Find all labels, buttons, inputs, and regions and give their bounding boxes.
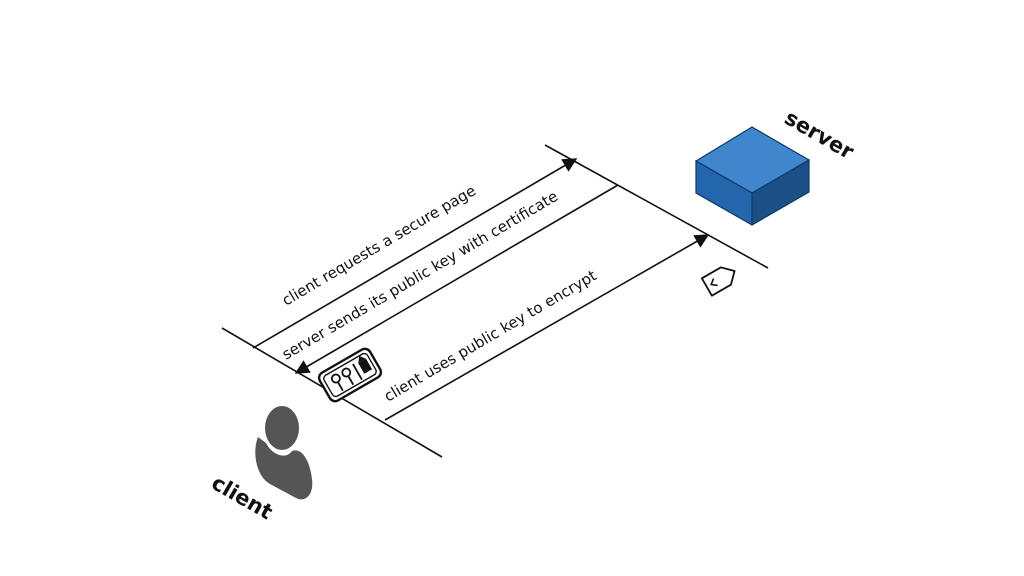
message-arrow-1 (252, 158, 578, 349)
server-box-right (751, 158, 810, 227)
certificate-icon (317, 347, 383, 403)
server-box-icon (694, 126, 811, 227)
user-icon (255, 406, 313, 500)
message-arrow-2 (294, 184, 619, 374)
server-lifeline (544, 144, 769, 269)
key-tag-icon (700, 266, 736, 297)
message-arrow-3 (384, 234, 710, 421)
